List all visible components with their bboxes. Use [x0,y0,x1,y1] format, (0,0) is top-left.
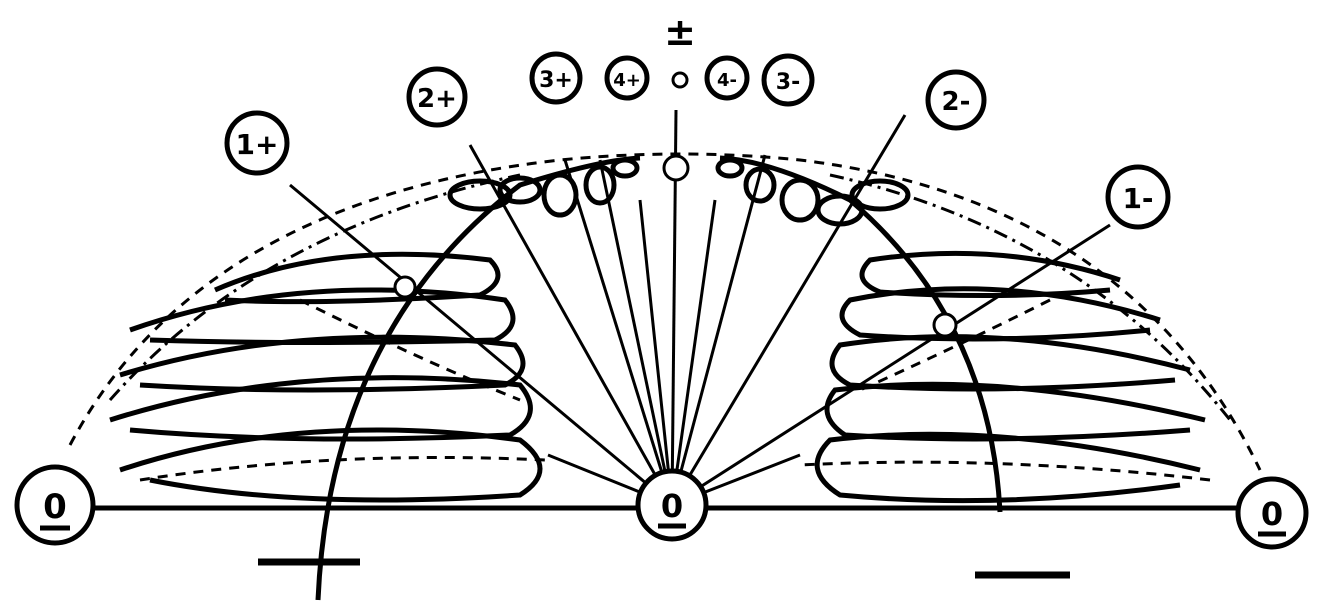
outer-envelope-dashed [70,154,1260,470]
node-3plus: 3+ [532,54,580,102]
node-1plus: 1+ [227,113,287,173]
left-lobe-loops [110,254,545,500]
node-1minus: 1- [1108,167,1168,227]
svg-text:0: 0 [43,487,67,527]
junction-node-left [395,277,415,297]
rays [290,110,1110,505]
svg-text:0: 0 [661,487,683,525]
node-center-zero: 0 [638,471,706,539]
svg-text:2-: 2- [942,87,971,117]
node-left-zero: 0 [17,467,93,543]
svg-text:2+: 2+ [417,84,457,114]
node-2plus: 2+ [409,69,465,125]
svg-text:4-: 4- [717,70,737,91]
svg-text:4+: 4+ [613,70,641,91]
node-3minus: 3- [764,56,812,104]
top-sign: ± [664,10,696,54]
node-right-zero: 0 [1238,479,1306,547]
node-4plus: 4+ [607,58,647,98]
junction-node-top [664,156,688,180]
svg-text:0: 0 [1261,495,1283,533]
node-2minus: 2- [928,72,984,128]
svg-text:3+: 3+ [539,68,573,93]
node-4minus: 4- [707,58,747,98]
junction-node-right [934,314,956,336]
junction-node-top-small [673,73,687,87]
svg-text:3-: 3- [776,70,800,95]
svg-text:1+: 1+ [236,128,279,161]
svg-text:1-: 1- [1122,182,1153,215]
